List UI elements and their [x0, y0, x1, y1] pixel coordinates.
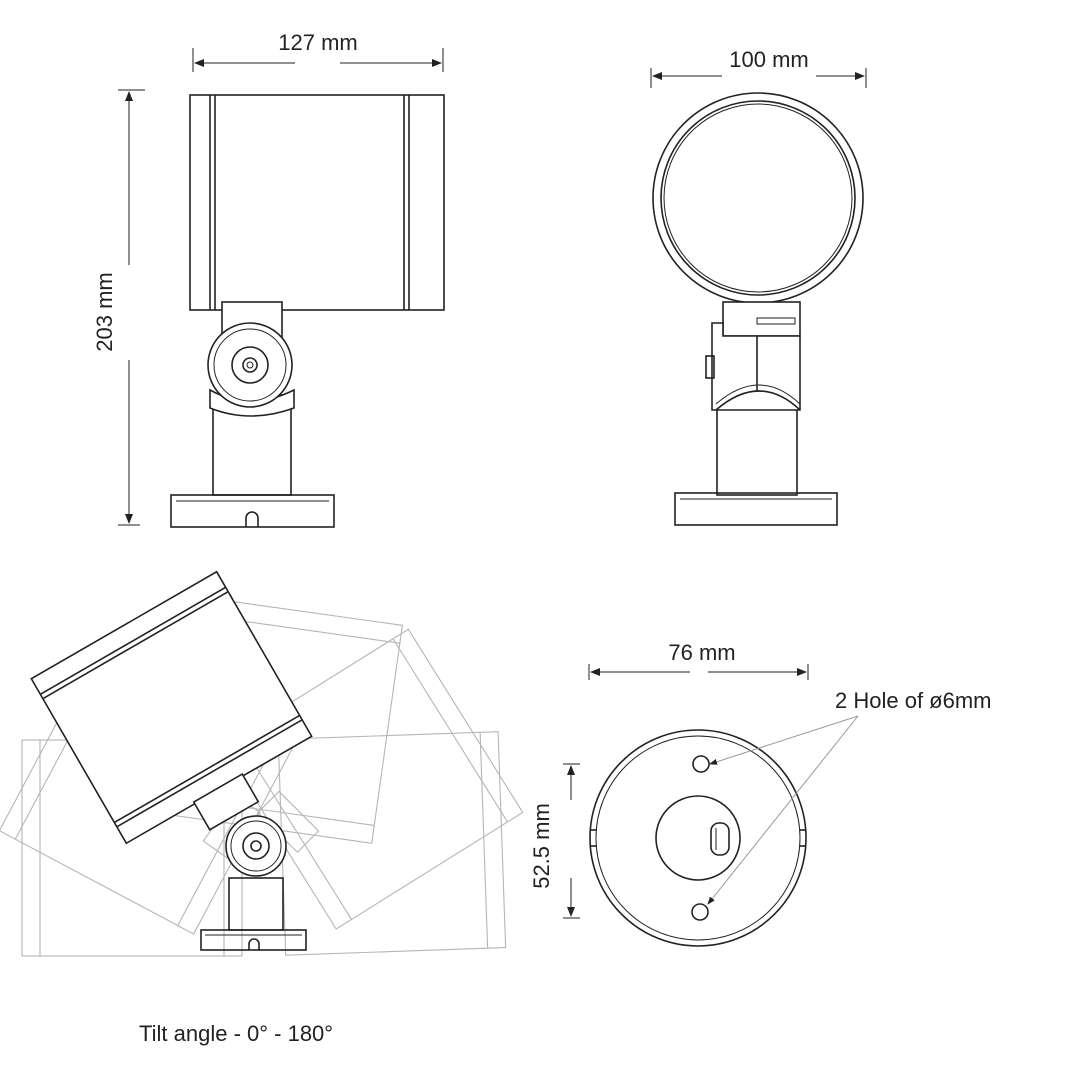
base-view: 76 mm 52.5 mm 2 Hole of ø6mm	[529, 640, 992, 947]
height-label: 203 mm	[92, 272, 117, 351]
tilt-angle-label: Tilt angle - 0° - 180°	[139, 1021, 333, 1046]
tilt-view: Tilt angle - 0° - 180°	[0, 570, 524, 1046]
front-view: 127 mm 203 mm	[92, 30, 445, 528]
side-diameter-label: 100 mm	[729, 47, 808, 72]
base-diameter-label: 76 mm	[668, 640, 735, 665]
front-width-label: 127 mm	[278, 30, 357, 55]
holes-label: 2 Hole of ø6mm	[835, 688, 992, 713]
side-view: 100 mm	[650, 47, 867, 526]
hole-spacing-label: 52.5 mm	[529, 803, 554, 889]
